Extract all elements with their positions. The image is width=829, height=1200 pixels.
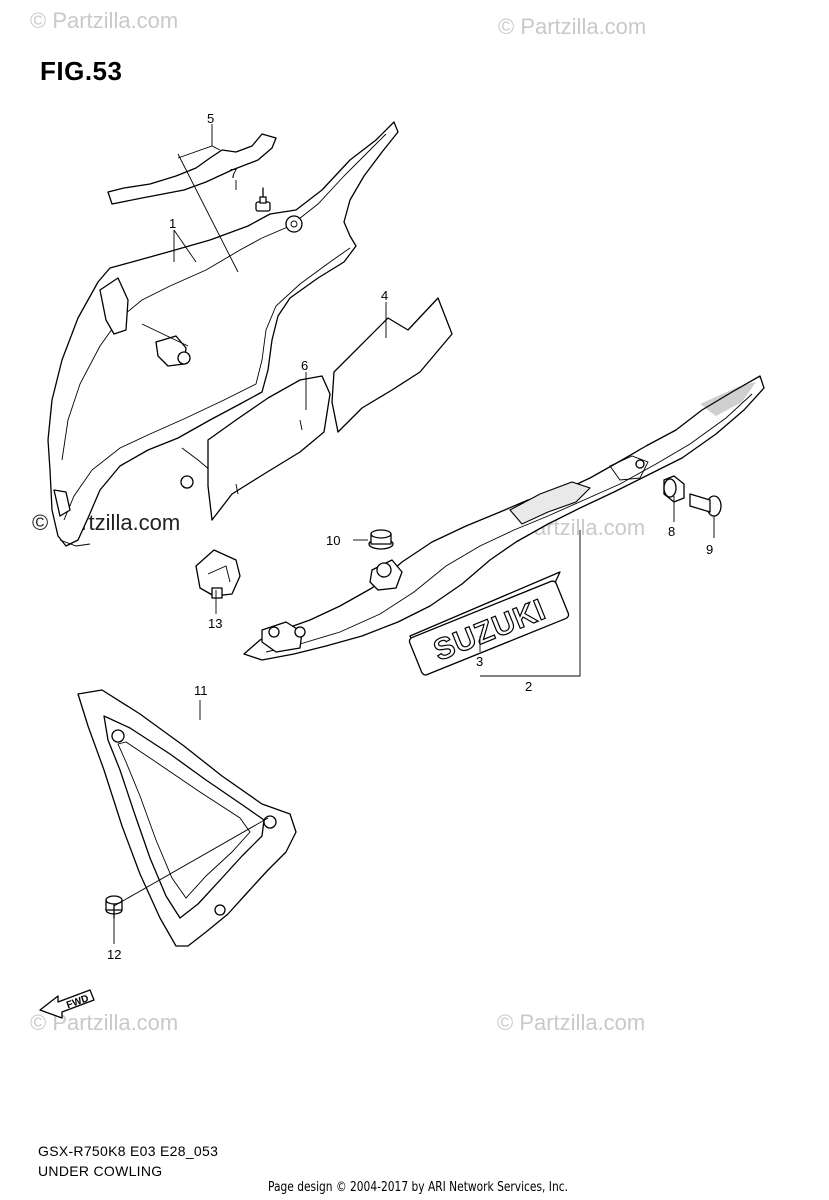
part-8-grommet[interactable] xyxy=(663,475,685,503)
callout-11: 11 xyxy=(194,683,208,698)
page-credit: Page design © 2004-2017 by ARI Network S… xyxy=(268,1180,568,1195)
callout-8: 8 xyxy=(668,524,675,539)
part-1-under-cowling[interactable] xyxy=(47,121,399,547)
callout-2: 2 xyxy=(525,679,532,694)
part-6-decal[interactable] xyxy=(207,375,331,521)
part-13-clip-nut[interactable] xyxy=(195,549,241,599)
watermark-top-right: © Partzilla.com xyxy=(498,14,647,39)
callout-4: 4 xyxy=(381,288,388,303)
model-code: GSX-R750K8 E03 E28_053 xyxy=(38,1143,219,1159)
callout-7: 7 xyxy=(230,166,237,181)
part-7-bolt[interactable] xyxy=(255,187,271,212)
leader-lines xyxy=(113,124,715,944)
part-10-grommet[interactable] xyxy=(368,529,394,550)
part-12-screw[interactable] xyxy=(105,895,123,919)
section-title: UNDER COWLING xyxy=(38,1163,163,1179)
part-9-bolt[interactable] xyxy=(689,493,722,517)
callout-9: 9 xyxy=(706,542,713,557)
part-4-decal[interactable] xyxy=(331,297,453,433)
callout-1: 1 xyxy=(169,216,176,231)
callout-3: 3 xyxy=(476,654,483,669)
watermark-bottom-right: © Partzilla.com xyxy=(497,1010,646,1035)
watermark-top-left: © Partzilla.com xyxy=(30,8,179,33)
part-11-inner-cover[interactable] xyxy=(77,689,297,947)
fwd-arrow-icon: FWD xyxy=(39,989,95,1019)
callout-13: 13 xyxy=(208,616,222,631)
part-5-bracket[interactable] xyxy=(107,133,277,205)
callout-5: 5 xyxy=(207,111,214,126)
callout-12: 12 xyxy=(107,947,121,962)
fwd-label: FWD xyxy=(65,993,90,1011)
callout-6: 6 xyxy=(301,358,308,373)
callout-10: 10 xyxy=(326,533,340,548)
part-2-under-cowling[interactable] xyxy=(243,375,765,661)
figure-title: FIG.53 xyxy=(40,56,123,86)
